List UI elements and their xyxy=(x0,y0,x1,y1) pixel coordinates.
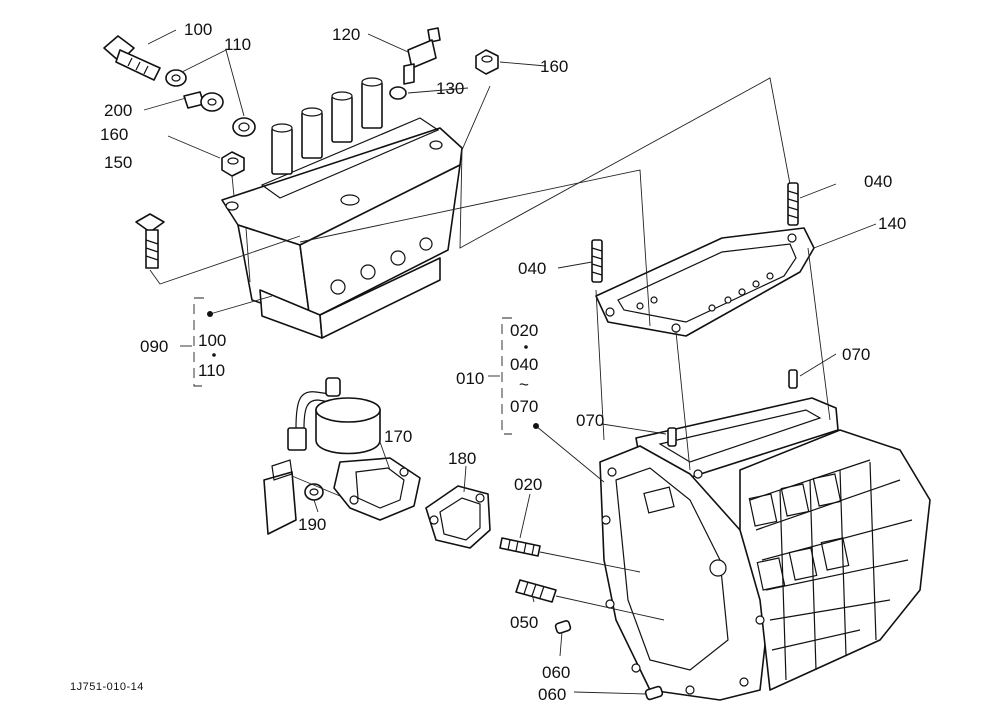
callout-090: 090 xyxy=(140,337,168,356)
range-dot-100-110 xyxy=(212,353,216,357)
banjo-bolt-100 xyxy=(103,35,161,81)
gear-case-010 xyxy=(599,397,931,701)
group-brackets xyxy=(180,297,512,435)
callout-100-top: 100 xyxy=(184,20,212,39)
callout-040-group: 040 xyxy=(510,355,538,374)
stud-020 xyxy=(499,537,541,557)
stud-050 xyxy=(515,579,557,603)
range-tilde: ~ xyxy=(519,375,529,394)
pin-070-right xyxy=(788,369,798,389)
callout-labels: 100 110 120 160 130 200 160 150 040 140 … xyxy=(100,20,906,704)
stud-040-right xyxy=(787,182,799,226)
callout-120: 120 xyxy=(332,25,360,44)
callout-160-right: 160 xyxy=(540,57,568,76)
feed-pump-170 xyxy=(263,377,421,535)
callout-040-left: 040 xyxy=(518,259,546,278)
callout-060-upper: 060 xyxy=(542,663,570,682)
delivery-valve-holders xyxy=(271,77,383,175)
callout-020-group: 020 xyxy=(510,321,538,340)
fitting-120 xyxy=(403,27,441,85)
callout-040-right: 040 xyxy=(864,172,892,191)
callout-110-group: 110 xyxy=(198,361,225,380)
leader-lines xyxy=(143,29,877,695)
callout-170: 170 xyxy=(384,427,412,446)
nut-160-right xyxy=(475,49,499,75)
nut-160-left xyxy=(221,151,245,177)
callout-200: 200 xyxy=(104,101,132,120)
callout-110-top: 110 xyxy=(224,35,251,54)
callout-010: 010 xyxy=(456,369,484,388)
callout-180: 180 xyxy=(448,449,476,468)
callout-020-stud: 020 xyxy=(514,475,542,494)
callout-070-mid: 070 xyxy=(576,411,604,430)
bolt-150 xyxy=(135,213,165,269)
callout-190: 190 xyxy=(298,515,326,534)
pin-060-lower xyxy=(644,685,664,701)
plug-190 xyxy=(304,483,324,501)
pin-060-upper xyxy=(554,620,572,634)
callout-070-right: 070 xyxy=(842,345,870,364)
drawing-code: 1J751-010-14 xyxy=(70,681,144,693)
injection-pump xyxy=(221,77,463,339)
washer-130 xyxy=(389,86,407,100)
callout-140: 140 xyxy=(878,214,906,233)
callout-130: 130 xyxy=(436,79,464,98)
callout-160-left: 160 xyxy=(100,125,128,144)
callout-070-group: 070 xyxy=(510,397,538,416)
gasket-140 xyxy=(595,227,815,337)
callout-150: 150 xyxy=(104,153,132,172)
stud-040-left xyxy=(591,239,603,283)
group-dot-010 xyxy=(533,423,539,429)
washer-110 xyxy=(165,69,256,137)
range-dot-020-040 xyxy=(524,345,528,349)
group-dot-090 xyxy=(207,311,213,317)
fitting-200 xyxy=(183,91,224,112)
callout-060-lower: 060 xyxy=(538,685,566,704)
callout-100-group: 100 xyxy=(198,331,226,350)
callout-050: 050 xyxy=(510,613,538,632)
pin-070-mid xyxy=(667,427,677,447)
gasket-180 xyxy=(425,485,491,549)
